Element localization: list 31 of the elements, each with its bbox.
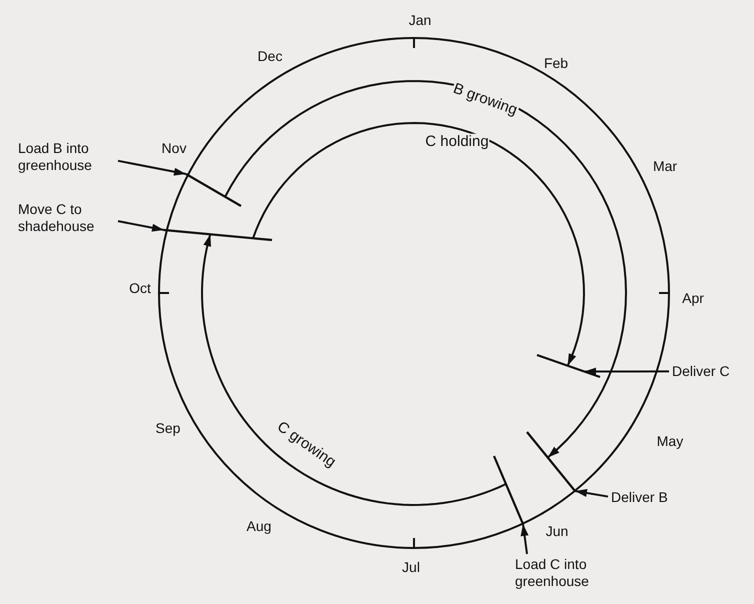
month-label: Jul xyxy=(402,559,420,575)
event-bar xyxy=(492,456,524,524)
month-label: Apr xyxy=(682,290,704,306)
month-label: Jan xyxy=(408,12,432,28)
arrow xyxy=(252,122,585,366)
month-label: Mar xyxy=(652,158,678,174)
event-bar xyxy=(536,354,600,378)
month-label: Feb xyxy=(544,55,568,71)
event-bar xyxy=(164,228,272,242)
callout-label: Move C to shadehouse xyxy=(18,201,118,235)
arrow xyxy=(118,160,186,176)
callout-label: Deliver B xyxy=(611,489,691,506)
event-bar xyxy=(185,173,242,207)
arrow xyxy=(118,220,164,232)
arrow xyxy=(520,524,529,554)
arrow xyxy=(224,80,627,458)
arrow xyxy=(201,234,506,506)
event-bar xyxy=(526,431,576,492)
callout-label: Load C into greenhouse xyxy=(515,556,615,590)
month-label: May xyxy=(656,433,684,449)
month-label: Dec xyxy=(258,48,282,64)
callout-label: Load B into greenhouse xyxy=(18,140,118,174)
month-label: Oct xyxy=(129,280,151,296)
arrow xyxy=(584,367,669,376)
arrow xyxy=(574,489,608,498)
month-label: Jun xyxy=(546,523,568,539)
month-label: Nov xyxy=(162,140,186,156)
month-label: Sep xyxy=(156,420,180,436)
month-label: Aug xyxy=(246,518,272,534)
edge-label: C holding xyxy=(424,134,490,150)
callout-label: Deliver C xyxy=(672,363,752,380)
